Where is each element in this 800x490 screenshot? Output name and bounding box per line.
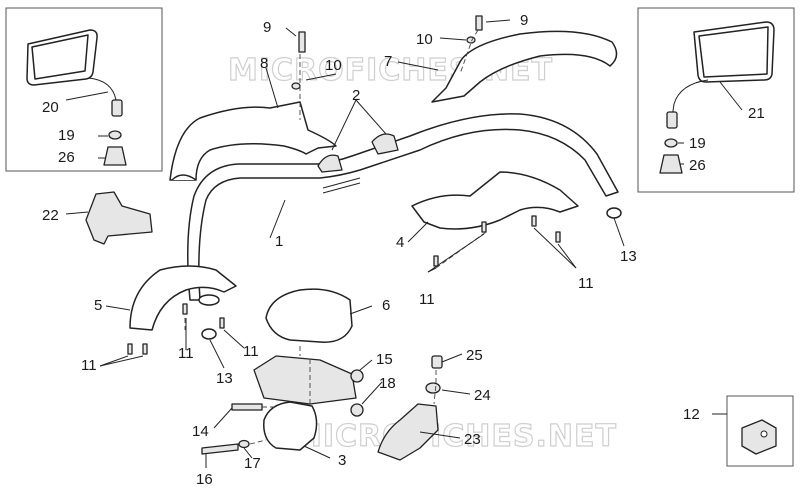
callout-9-right: 9 <box>520 12 528 29</box>
left-mirror-box <box>5 7 163 172</box>
washer-10-left <box>291 82 301 90</box>
callout-10-right: 10 <box>416 31 433 48</box>
callout-20: 20 <box>42 99 59 116</box>
lower-cover-4 <box>411 171 579 230</box>
callout-8: 8 <box>260 55 268 72</box>
callout-11-e: 11 <box>578 275 594 292</box>
callout-18: 18 <box>379 375 396 392</box>
callout-23: 23 <box>464 431 481 448</box>
bolt-14 <box>231 403 263 411</box>
callout-13-left: 13 <box>216 370 233 387</box>
callout-3: 3 <box>338 452 346 469</box>
riser-plate <box>253 355 357 405</box>
part-12-box <box>726 395 794 467</box>
grommet-15 <box>350 369 364 383</box>
callout-10-left: 10 <box>325 57 342 74</box>
upper-cover-8 <box>169 101 337 181</box>
left-mirror <box>26 29 123 117</box>
callout-25: 25 <box>466 347 483 364</box>
bracket-23 <box>377 403 439 461</box>
washer-17 <box>238 439 250 449</box>
callout-13-right: 13 <box>620 248 637 265</box>
screw-9-left <box>298 31 306 53</box>
lower-cover-5 <box>129 265 237 331</box>
callout-21: 21 <box>748 105 765 122</box>
clip-nut-12 <box>741 419 777 455</box>
callout-6: 6 <box>382 297 390 314</box>
callout-1: 1 <box>275 233 283 250</box>
leader-lines <box>65 19 743 468</box>
bolt-16 <box>201 443 239 455</box>
callout-11-d: 11 <box>419 291 435 308</box>
callout-19-left: 19 <box>58 127 75 144</box>
washer-19-left <box>108 130 122 140</box>
handlebar-1 <box>187 113 619 306</box>
clamp-2-left <box>317 154 343 173</box>
callout-26-right: 26 <box>689 157 706 174</box>
callout-7: 7 <box>384 53 392 70</box>
washer-10-right <box>466 36 476 44</box>
callout-5: 5 <box>94 297 102 314</box>
bolt-25 <box>431 355 443 369</box>
steering-cover-6 <box>265 288 353 343</box>
callout-26-left: 26 <box>58 149 75 166</box>
right-mirror-box <box>637 7 795 193</box>
callout-12: 12 <box>683 406 700 423</box>
cap-26-right <box>659 154 683 174</box>
riser-3 <box>263 401 318 451</box>
screw-9-right <box>475 15 483 31</box>
o-ring-13-left <box>201 328 217 340</box>
callout-labels: 1 2 3 4 5 6 7 8 9 9 10 10 11 11 11 11 11… <box>42 12 765 488</box>
callout-24: 24 <box>474 387 491 404</box>
callout-11-c: 11 <box>243 343 259 360</box>
callout-9-left: 9 <box>263 19 271 36</box>
callout-16: 16 <box>196 471 213 488</box>
screws-11 <box>127 215 561 355</box>
cap-26-left <box>103 146 127 166</box>
callout-17: 17 <box>244 455 261 472</box>
grommet-18 <box>350 403 364 417</box>
callout-2: 2 <box>352 87 360 104</box>
callout-14: 14 <box>192 423 209 440</box>
watermark-bottom: MICROFICHES.NET <box>292 419 617 454</box>
o-ring-13-right <box>606 207 622 219</box>
callout-22: 22 <box>42 207 59 224</box>
callout-19-right: 19 <box>689 135 706 152</box>
spacer-24 <box>425 382 441 394</box>
callout-4: 4 <box>396 234 404 251</box>
clamp-2-right <box>371 133 399 155</box>
right-mirror <box>666 21 775 129</box>
washer-19-right <box>664 138 678 148</box>
bracket-22 <box>85 191 153 245</box>
callout-15: 15 <box>376 351 393 368</box>
callout-11-a: 11 <box>81 357 97 374</box>
upper-cover-7 <box>431 30 618 103</box>
callout-11-b: 11 <box>178 345 194 362</box>
